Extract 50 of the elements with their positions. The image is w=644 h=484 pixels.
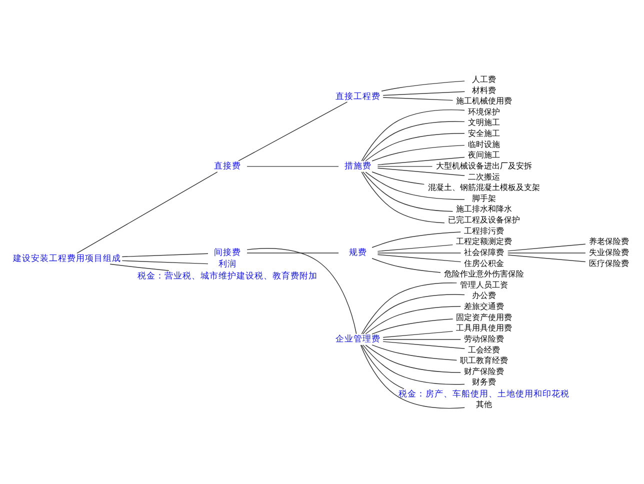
connector: [372, 344, 458, 360]
connector: [377, 244, 454, 252]
connector: [377, 254, 462, 262]
connector: [238, 101, 348, 161]
connector: [372, 258, 441, 272]
connector: [377, 252, 462, 253]
connector: [362, 120, 465, 161]
connector: [382, 340, 466, 348]
connector: [362, 344, 465, 384]
connector: [382, 338, 462, 340]
node-text: 规费: [349, 248, 368, 258]
connector: [382, 96, 454, 100]
connector: [507, 243, 586, 251]
connector: [365, 171, 465, 200]
connector: [362, 294, 465, 334]
node-text: 建设安装工程费用项目组成: [12, 253, 121, 264]
node-text: 直接工程费: [336, 91, 381, 102]
connector: [362, 171, 454, 212]
connector: [365, 344, 461, 372]
connector: [110, 263, 170, 270]
connector: [361, 109, 465, 161]
connector: [372, 171, 425, 184]
connector: [365, 306, 461, 334]
connector: [507, 254, 586, 262]
connector: [365, 132, 465, 161]
connector: [372, 144, 465, 161]
connector: [361, 282, 458, 334]
connector: [377, 167, 465, 176]
node-text: 税金：营业税、城市维护建设税、教育费附加: [138, 270, 318, 281]
connector: [372, 318, 454, 334]
connector: [246, 252, 339, 253]
connector: [361, 171, 445, 223]
connector: [122, 252, 208, 257]
connector: [246, 248, 357, 334]
node-text: 利润: [218, 259, 237, 270]
node-text: 间接费: [214, 248, 242, 258]
node-text: 措施费: [344, 161, 372, 172]
connector: [372, 231, 461, 248]
node-text: 企业管理费: [336, 334, 381, 344]
node-text: 税金：房产、车船使用、土地使用和印花税: [398, 388, 570, 399]
node-text: 直接费: [214, 161, 242, 172]
connector: [76, 171, 218, 254]
connector: [381, 80, 465, 91]
connector: [361, 344, 404, 389]
connector: [122, 260, 208, 264]
connector: [382, 330, 454, 338]
connector: [360, 344, 465, 408]
connector: [377, 156, 465, 165]
connector: [507, 252, 586, 253]
connector: [382, 90, 466, 96]
